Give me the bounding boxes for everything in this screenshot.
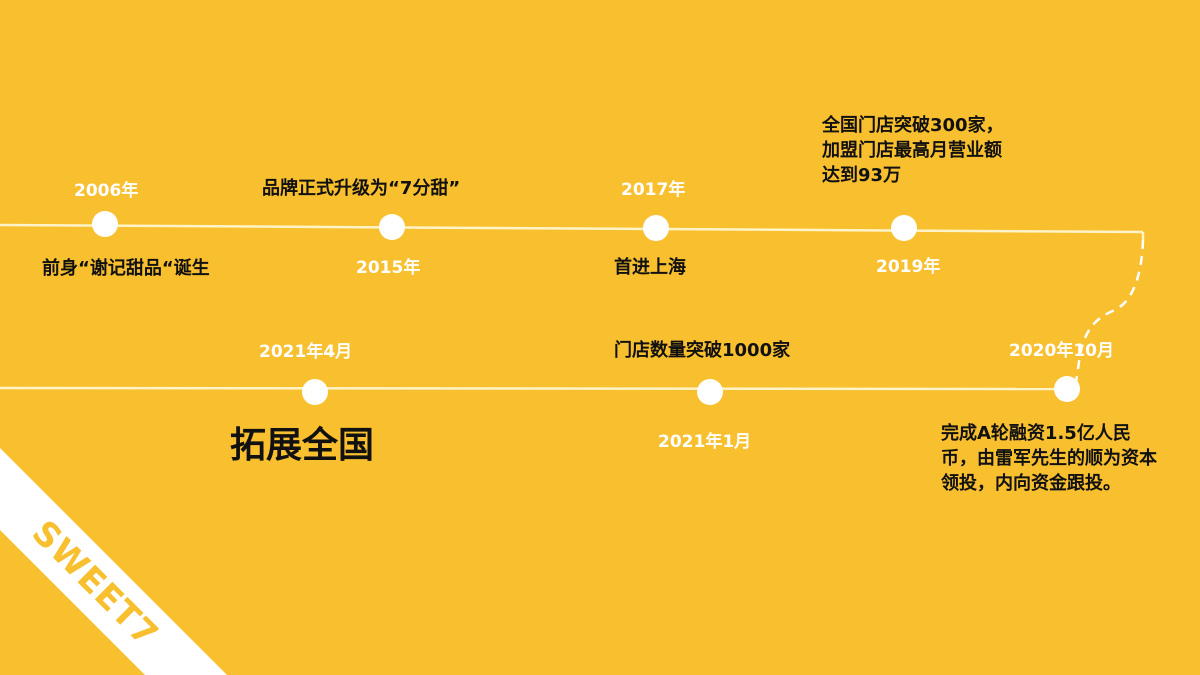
date-2015: 2015年 xyxy=(356,258,421,278)
timeline-node-2015 xyxy=(379,214,405,240)
timeline-line-bottom xyxy=(0,386,1068,391)
event-2019: 全国门店突破300家，加盟门店最高月营业额达到93万 xyxy=(822,115,1004,186)
date-2006: 2006年 xyxy=(74,181,139,201)
timeline-line-top xyxy=(0,223,1144,234)
event-2021-04-headline: 拓展全国 xyxy=(230,425,375,466)
event-2006: 前身“谢记甜品“诞生 xyxy=(42,258,210,279)
event-2020-10: 完成A轮融资1.5亿人民币，由雷军先生的顺为资本领投，内向资金跟投。 xyxy=(941,423,1157,494)
date-2021-04: 2021年4月 xyxy=(259,342,353,362)
timeline-node-2021-04 xyxy=(302,379,328,405)
timeline-node-2021-01 xyxy=(697,379,723,405)
date-2020-10: 2020年10月 xyxy=(1009,341,1114,361)
timeline-connector-dashed xyxy=(1073,239,1145,390)
date-2017: 2017年 xyxy=(621,180,686,200)
event-2017: 首进上海 xyxy=(614,257,686,278)
event-2021-01: 门店数量突破1000家 xyxy=(614,340,791,361)
date-2019: 2019年 xyxy=(876,257,941,277)
timeline-node-2006 xyxy=(92,211,118,237)
timeline-node-2019 xyxy=(891,215,917,241)
timeline-node-2017 xyxy=(643,215,669,241)
timeline-node-2020-10 xyxy=(1054,376,1080,402)
date-2021-01: 2021年1月 xyxy=(658,432,752,452)
event-2015: 品牌正式升级为“7分甜” xyxy=(262,178,461,199)
